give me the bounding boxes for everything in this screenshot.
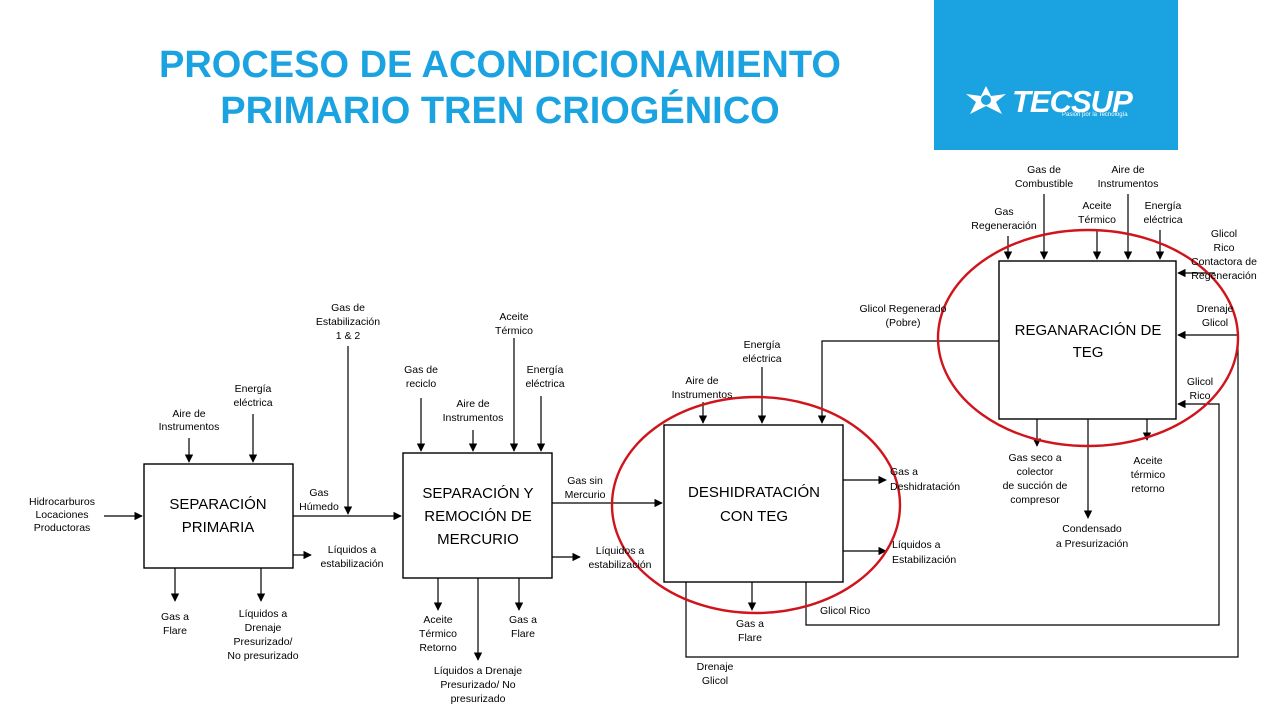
tecsup-logo xyxy=(934,0,1178,150)
highlight-circle-regeneracion xyxy=(936,228,1240,448)
star-icon xyxy=(966,86,1006,114)
box-regeneracion-teg xyxy=(998,260,1177,420)
label-glicol-rico: Glicol Rico xyxy=(820,605,870,617)
title-line-1: PROCESO DE ACONDICIONAMIENTO xyxy=(159,44,841,86)
logo-tagline: Pasión por la Tecnología xyxy=(1062,112,1128,118)
box-separacion-primaria xyxy=(143,463,294,569)
box-remocion-mercurio xyxy=(402,452,553,579)
page-title: PROCESO DE ACONDICIONAMIENTO PRIMARIO TR… xyxy=(60,42,940,134)
logo-text: TECSUP xyxy=(1012,84,1133,119)
label-glicol-regenerado: Glicol Regenerado(Pobre) xyxy=(860,303,947,329)
highlight-circle-deshidratacion xyxy=(610,395,902,615)
box-deshidratacion xyxy=(663,424,844,583)
title-line-2: PRIMARIO TREN CRIOGÉNICO xyxy=(220,90,780,132)
